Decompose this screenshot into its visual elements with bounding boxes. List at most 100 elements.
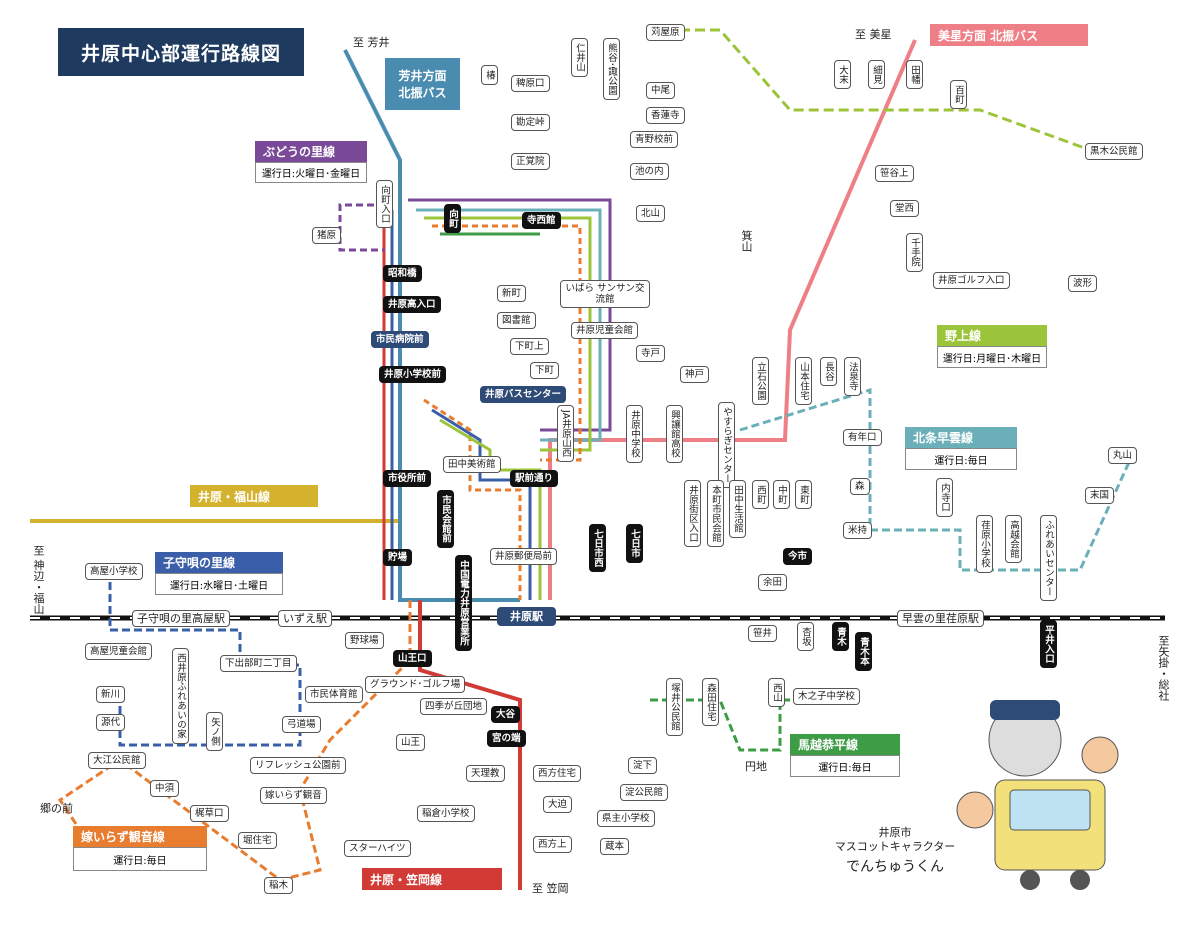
- stop-tanaka-seikatsu[interactable]: 田中生活館: [729, 480, 746, 538]
- stop-higashimachi[interactable]: 東町: [795, 480, 812, 509]
- stop-ja[interactable]: JA井原山西: [557, 405, 574, 463]
- stop-yasuragi[interactable]: やすらぎセンター: [718, 402, 735, 488]
- stop-yanogawa[interactable]: 矢ノ側: [206, 712, 223, 751]
- stop-shiminbyouin[interactable]: 市民病院前: [371, 331, 429, 348]
- stop-kuwabara[interactable]: 荏原小学校: [976, 515, 993, 573]
- stop-aoki[interactable]: 青木: [832, 622, 849, 651]
- stop-karibadani[interactable]: 苅屋原: [646, 24, 685, 41]
- stop-nanokaichi[interactable]: 七日市: [626, 524, 643, 563]
- stop-nagatani[interactable]: 長谷: [820, 357, 837, 386]
- stop-ibara-shougakkou[interactable]: 井原小学校前: [379, 366, 447, 383]
- stop-ibara-chugaku[interactable]: 井原中学校: [626, 405, 643, 463]
- stop-mori[interactable]: 森: [850, 478, 870, 495]
- stop-kitayama[interactable]: 北山: [636, 205, 666, 222]
- stop-sasai[interactable]: 笹井: [748, 625, 778, 642]
- stop-nishikatajyutaku[interactable]: 西方住宅: [533, 765, 582, 782]
- stop-namigata[interactable]: 波形: [1068, 275, 1098, 292]
- stop-tenri[interactable]: 天理教: [466, 765, 505, 782]
- stop-sannouguchi[interactable]: 山王口: [393, 650, 432, 667]
- stop-yomeirazu[interactable]: 嫁いらず観音: [260, 787, 327, 804]
- stop-kakuhou[interactable]: 杏坂: [797, 622, 814, 651]
- stop-ibara-gaiku[interactable]: 井原街区入口: [684, 480, 701, 547]
- stop-shougakuin[interactable]: 正覚院: [511, 153, 550, 170]
- stop-nishimachi[interactable]: 西町: [752, 480, 769, 509]
- stop-genndai[interactable]: 源代: [96, 714, 126, 731]
- stop-ikenouchi[interactable]: 池の内: [630, 163, 669, 180]
- stop-sannou[interactable]: 山王: [396, 734, 426, 751]
- station-ibara[interactable]: 井原駅: [497, 607, 556, 626]
- stop-shimin-taiikukan[interactable]: 市民体育館: [305, 686, 363, 703]
- stop-nakao[interactable]: 中尾: [646, 82, 676, 99]
- stop-inohara[interactable]: 猪原: [312, 227, 342, 244]
- stop-oodani[interactable]: 大谷: [491, 706, 521, 723]
- stop-ibara-bus-center[interactable]: 井原バスセンター: [480, 386, 567, 403]
- stop-golf[interactable]: 井原ゴルフ入口: [933, 272, 1010, 289]
- stop-takakoshi[interactable]: 高越会館: [1005, 515, 1022, 563]
- stop-mukaimachi-iriguchi[interactable]: 向町入口: [376, 180, 393, 228]
- stop-ritsu-koen[interactable]: 立石公園: [752, 357, 769, 405]
- stop-hosomi[interactable]: 細見: [868, 60, 885, 89]
- stop-shinkawa[interactable]: 新川: [96, 686, 126, 703]
- stop-ibara-koiriguchi[interactable]: 井原高入口: [383, 296, 441, 313]
- stop-kamido[interactable]: 神戸: [680, 366, 710, 383]
- stop-yamamoto-jutaku[interactable]: 山本住宅: [795, 357, 812, 405]
- stop-yodoshimo[interactable]: 淀公民館: [620, 784, 669, 801]
- stop-nishiyama[interactable]: 西山: [768, 678, 785, 707]
- stop-kuroki[interactable]: 黒木公民館: [1085, 143, 1143, 160]
- stop-aoki-hon[interactable]: 青木本: [855, 632, 872, 671]
- stop-teratoo[interactable]: 寺戸: [636, 345, 666, 362]
- stop-ground[interactable]: グラウンド･ゴルフ場: [365, 676, 466, 693]
- stop-hiyami[interactable]: 堀住宅: [238, 832, 277, 849]
- stop-yoshida[interactable]: 余田: [758, 574, 788, 591]
- stop-hiraihouse[interactable]: 平井入口: [1040, 620, 1057, 668]
- stop-shimoide[interactable]: 下出部町二丁目: [220, 655, 297, 672]
- stop-takaya-shougakkou[interactable]: 高屋小学校: [85, 563, 143, 580]
- stop-miya-no-hata[interactable]: 宮の端: [487, 730, 526, 747]
- station-soun[interactable]: 早雲の里荏原駅: [897, 610, 984, 627]
- stop-oomori[interactable]: 大末: [834, 60, 851, 89]
- stop-aritoshi[interactable]: 有年口: [843, 429, 882, 446]
- stop-nishikata-ue[interactable]: 西方上: [533, 836, 572, 853]
- stop-shinmachi[interactable]: 新町: [497, 285, 527, 302]
- stop-nakamachi[interactable]: 中町: [773, 480, 790, 509]
- stop-maruyama[interactable]: 丸山: [1108, 447, 1138, 464]
- stop-kouseikan[interactable]: 寺西館: [522, 212, 561, 229]
- stop-tsukamoto[interactable]: 塚井公民館: [666, 678, 683, 736]
- stop-niitani[interactable]: 仁井山: [571, 38, 588, 77]
- stop-shimomachi-ue[interactable]: 下町上: [510, 338, 549, 355]
- stop-yonemochi[interactable]: 米持: [843, 522, 873, 539]
- stop-yuubinkyoku[interactable]: 井原郵便局前: [490, 548, 558, 565]
- stop-sunsun[interactable]: いばら サンサン交流館: [560, 280, 650, 308]
- stop-nishi-ibara[interactable]: 西井原ふれあいの家: [172, 648, 189, 744]
- stop-koyo-kou[interactable]: 興讓館高校: [666, 405, 683, 463]
- station-komoriuta[interactable]: 子守唄の里高屋駅: [132, 610, 230, 627]
- stop-hyakucho[interactable]: 百町: [950, 80, 967, 109]
- stop-tanobata[interactable]: 田幡: [906, 60, 923, 89]
- stop-ekimae[interactable]: 駅前通り: [510, 470, 559, 487]
- stop-oosako[interactable]: 大迫: [543, 796, 573, 813]
- stop-kenshu[interactable]: 県主小学校: [597, 810, 655, 827]
- stop-sasagami[interactable]: 笹谷上: [875, 165, 914, 182]
- stop-star-heights[interactable]: スターハイツ: [344, 840, 411, 857]
- stop-shimomachi[interactable]: 下町: [530, 362, 560, 379]
- stop-mukaimachi[interactable]: 向町: [444, 204, 461, 233]
- stop-yakyujo[interactable]: 野球場: [345, 632, 384, 649]
- stop-shiyakusho[interactable]: 市役所前: [383, 470, 432, 487]
- stop-hounoji[interactable]: 法泉寺: [844, 357, 861, 396]
- stop-chugoku-denryoku[interactable]: 中国電力井原営業所: [455, 555, 472, 651]
- stop-yumichijo[interactable]: 弓道場: [282, 716, 321, 733]
- stop-kinoko[interactable]: 木之子中学校: [793, 688, 861, 705]
- stop-nakazu[interactable]: 中須: [150, 780, 180, 797]
- stop-tanaka[interactable]: 田中美術館: [443, 456, 501, 473]
- stop-sentegou[interactable]: 千手院: [906, 233, 923, 272]
- stop-takaya-jidou[interactable]: 高屋児童会館: [85, 643, 153, 660]
- stop-nanokaichi-nishi[interactable]: 七日市西: [589, 524, 606, 572]
- stop-inaki[interactable]: 稲木: [264, 877, 294, 894]
- stop-suekuni[interactable]: 末国: [1085, 487, 1115, 504]
- stop-honmachi[interactable]: 本町市民会館: [707, 480, 724, 547]
- stop-toshokan[interactable]: 図書館: [497, 312, 536, 329]
- stop-shimin-kaikan[interactable]: 市民会館前: [437, 490, 454, 548]
- stop-inohara-guchi[interactable]: 稗原口: [511, 75, 550, 92]
- stop-shikigaoka[interactable]: 四季が丘団地: [420, 698, 488, 715]
- stop-kibi[interactable]: 椿: [481, 65, 498, 85]
